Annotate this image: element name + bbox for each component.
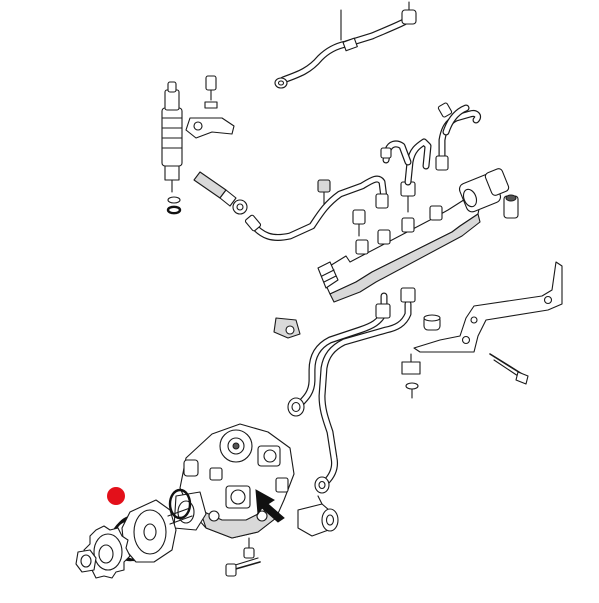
clamp-bracket-small[interactable]	[401, 353, 421, 375]
metering-unit-arrow	[255, 489, 285, 523]
injector-line-a[interactable]	[380, 138, 432, 186]
gear-nut[interactable]	[75, 549, 97, 573]
pressure-relief-valve[interactable]	[503, 194, 519, 219]
return-line[interactable]	[274, 1, 417, 89]
mounting-bracket[interactable]	[413, 261, 563, 353]
rail-feed-pipe[interactable]	[296, 287, 416, 486]
pump-stud-bolt[interactable]	[225, 557, 261, 577]
bracket-bolt[interactable]	[489, 353, 529, 385]
feed-pipe-nut-pump[interactable]	[287, 397, 305, 417]
rail-pressure-sensor[interactable]	[458, 168, 510, 214]
feed-pipe-nut-lower[interactable]	[314, 476, 330, 494]
injector-feed-pipe[interactable]	[244, 175, 388, 241]
injector-seal-washers[interactable]	[166, 196, 182, 215]
pipe-nut-1[interactable]	[317, 179, 331, 205]
pump-nut-lower[interactable]	[243, 537, 255, 559]
pipe-nut-4[interactable]	[400, 181, 416, 213]
red-dot-marker[interactable]	[107, 487, 125, 505]
inlet-connector[interactable]	[297, 495, 339, 537]
clamp-bolt[interactable]	[204, 75, 218, 109]
injector-clamp[interactable]	[185, 117, 235, 139]
fuel-injector[interactable]	[161, 81, 183, 193]
rubber-grommet[interactable]	[423, 314, 441, 331]
pressure-pipe-connector[interactable]	[193, 171, 248, 215]
pipe-nut-3[interactable]	[375, 193, 389, 209]
clamp-washer-stack[interactable]	[405, 382, 419, 399]
common-rail[interactable]	[317, 195, 481, 303]
pump-drive-gear[interactable]	[83, 525, 131, 579]
pipe-clip[interactable]	[273, 317, 301, 339]
pipe-nut-2[interactable]	[352, 209, 366, 237]
injector-line-b[interactable]	[435, 102, 482, 171]
